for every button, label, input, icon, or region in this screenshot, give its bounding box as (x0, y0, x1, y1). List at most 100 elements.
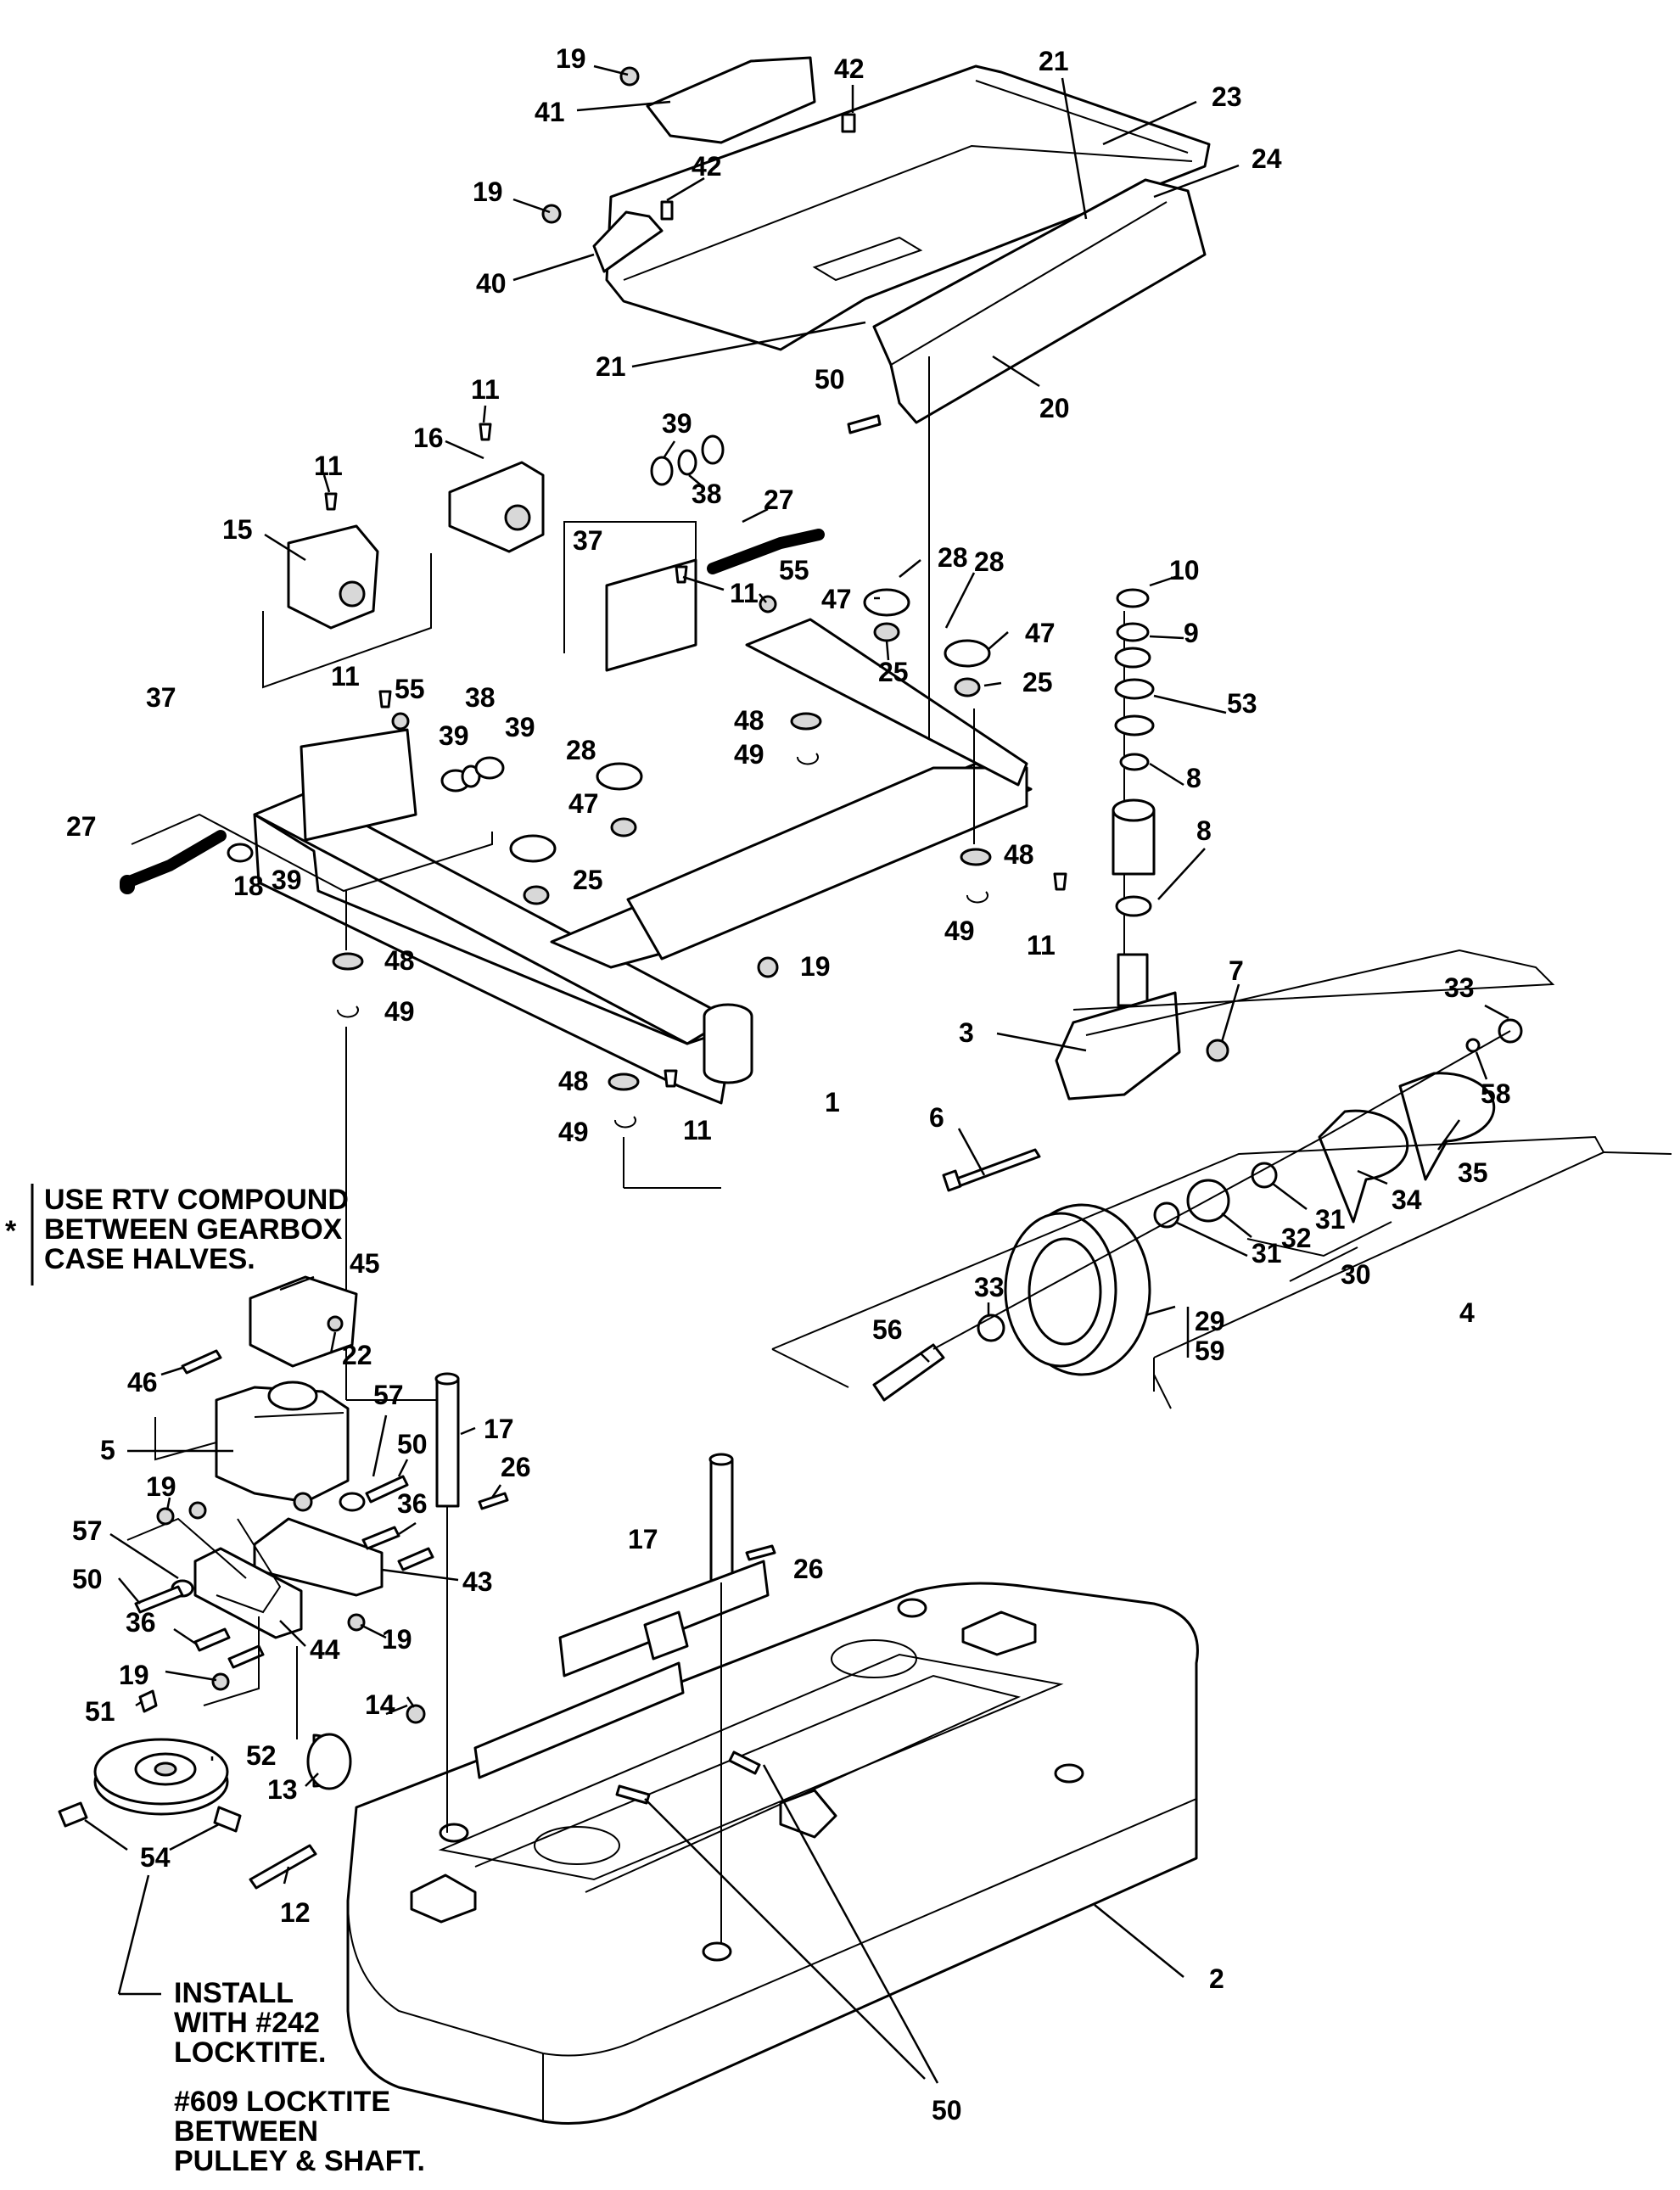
callout-1: 1 (825, 1087, 840, 1117)
callout-33: 33 (1444, 972, 1475, 1003)
note-rtv-line-2: BETWEEN GEARBOX (44, 1213, 343, 1246)
callout-38: 38 (692, 479, 722, 509)
callout-47: 47 (568, 788, 599, 819)
callout-15: 15 (222, 514, 253, 545)
callout-41: 41 (535, 97, 565, 127)
callout-8: 8 (1186, 763, 1201, 793)
callout-19: 19 (119, 1660, 149, 1690)
callout-21: 21 (596, 351, 626, 382)
callout-45: 45 (350, 1248, 380, 1279)
caster-wheel-assembly (771, 574, 1672, 1409)
callout-9: 9 (1184, 618, 1199, 648)
callout-23: 23 (1212, 81, 1242, 112)
callout-3: 3 (959, 1017, 974, 1048)
callout-8: 8 (1196, 815, 1212, 846)
callout-44: 44 (310, 1634, 340, 1665)
callout-55: 55 (779, 555, 809, 585)
callout-labels: 19 41 42 21 23 42 24 19 40 21 50 20 11 1… (66, 43, 1511, 2126)
callout-19: 19 (556, 43, 586, 74)
asterisk-mark: * (5, 1215, 17, 1247)
callout-47: 47 (1025, 618, 1056, 648)
callout-11: 11 (314, 451, 343, 481)
callout-28: 28 (938, 542, 968, 573)
callout-58: 58 (1481, 1078, 1511, 1109)
callout-50: 50 (397, 1429, 428, 1459)
callout-30: 30 (1341, 1259, 1371, 1290)
callout-50: 50 (815, 364, 845, 395)
callout-29: 29 (1195, 1306, 1225, 1336)
callout-4: 4 (1459, 1297, 1475, 1328)
callout-39: 39 (662, 408, 692, 439)
callout-48: 48 (558, 1066, 589, 1096)
callout-57: 57 (72, 1515, 103, 1546)
callout-24: 24 (1252, 143, 1282, 174)
callout-42: 42 (692, 151, 722, 182)
callout-27: 27 (764, 484, 794, 515)
callout-11: 11 (1027, 930, 1056, 961)
callout-59: 59 (1195, 1336, 1225, 1366)
deck-cover-assembly (512, 56, 1240, 434)
callout-26: 26 (501, 1452, 531, 1482)
callout-11: 11 (471, 374, 500, 405)
callout-46: 46 (127, 1367, 158, 1397)
callout-25: 25 (1022, 667, 1053, 697)
mower-deck (346, 1506, 1199, 2125)
callout-47: 47 (821, 584, 852, 614)
note-locktite-line-1: #609 LOCKTITE (174, 2086, 390, 2118)
callout-53: 53 (1227, 688, 1257, 719)
callout-50: 50 (932, 2095, 962, 2126)
callout-25: 25 (878, 657, 909, 687)
callout-34: 34 (1392, 1185, 1422, 1215)
callout-40: 40 (476, 268, 507, 299)
notes: * USE RTV COMPOUND BETWEEN GEARBOX CASE … (5, 1184, 425, 2177)
callout-18: 18 (233, 871, 264, 901)
callout-31: 31 (1315, 1204, 1346, 1235)
note-install-line-3: LOCKTITE. (174, 2036, 326, 2069)
callout-11: 11 (331, 661, 360, 692)
callout-14: 14 (365, 1689, 395, 1720)
callout-48: 48 (734, 705, 764, 736)
note-install-line-2: WITH #242 (174, 2007, 320, 2039)
callout-39: 39 (439, 720, 469, 751)
callout-55: 55 (395, 674, 425, 704)
callout-27: 27 (66, 811, 97, 842)
callout-17: 17 (484, 1414, 514, 1444)
callout-57: 57 (373, 1380, 404, 1410)
callout-11: 11 (730, 578, 759, 608)
callout-5: 5 (100, 1435, 115, 1465)
callout-20: 20 (1039, 393, 1070, 423)
callout-42: 42 (834, 53, 865, 84)
callout-54: 54 (140, 1842, 171, 1873)
callout-28: 28 (566, 735, 596, 765)
callout-2: 2 (1209, 1963, 1224, 1994)
callout-28: 28 (974, 546, 1005, 577)
callout-13: 13 (267, 1774, 298, 1805)
note-locktite-line-3: PULLEY & SHAFT. (174, 2145, 425, 2177)
callout-19: 19 (800, 951, 831, 982)
callout-36: 36 (397, 1488, 428, 1519)
callout-50: 50 (72, 1564, 103, 1594)
callout-56: 56 (872, 1314, 903, 1345)
callout-12: 12 (280, 1897, 311, 1928)
callout-35: 35 (1458, 1157, 1488, 1188)
callout-52: 52 (246, 1740, 277, 1771)
callout-36: 36 (126, 1607, 156, 1638)
callout-49: 49 (384, 996, 415, 1027)
callout-48: 48 (384, 945, 415, 976)
callout-39: 39 (505, 712, 535, 742)
callout-37: 37 (146, 682, 176, 713)
callout-11: 11 (683, 1115, 712, 1145)
callout-49: 49 (558, 1117, 589, 1147)
callout-49: 49 (734, 739, 764, 770)
note-rtv-line-3: CASE HALVES. (44, 1243, 255, 1275)
callout-26: 26 (793, 1554, 824, 1584)
callout-33: 33 (974, 1272, 1005, 1302)
callout-49: 49 (944, 916, 975, 946)
note-locktite-line-2: BETWEEN (174, 2115, 318, 2148)
gearbox-pulley-assembly (31, 1184, 776, 1996)
callout-32: 32 (1281, 1223, 1312, 1253)
callout-10: 10 (1169, 555, 1200, 585)
callout-16: 16 (413, 423, 444, 453)
callout-7: 7 (1229, 955, 1244, 986)
